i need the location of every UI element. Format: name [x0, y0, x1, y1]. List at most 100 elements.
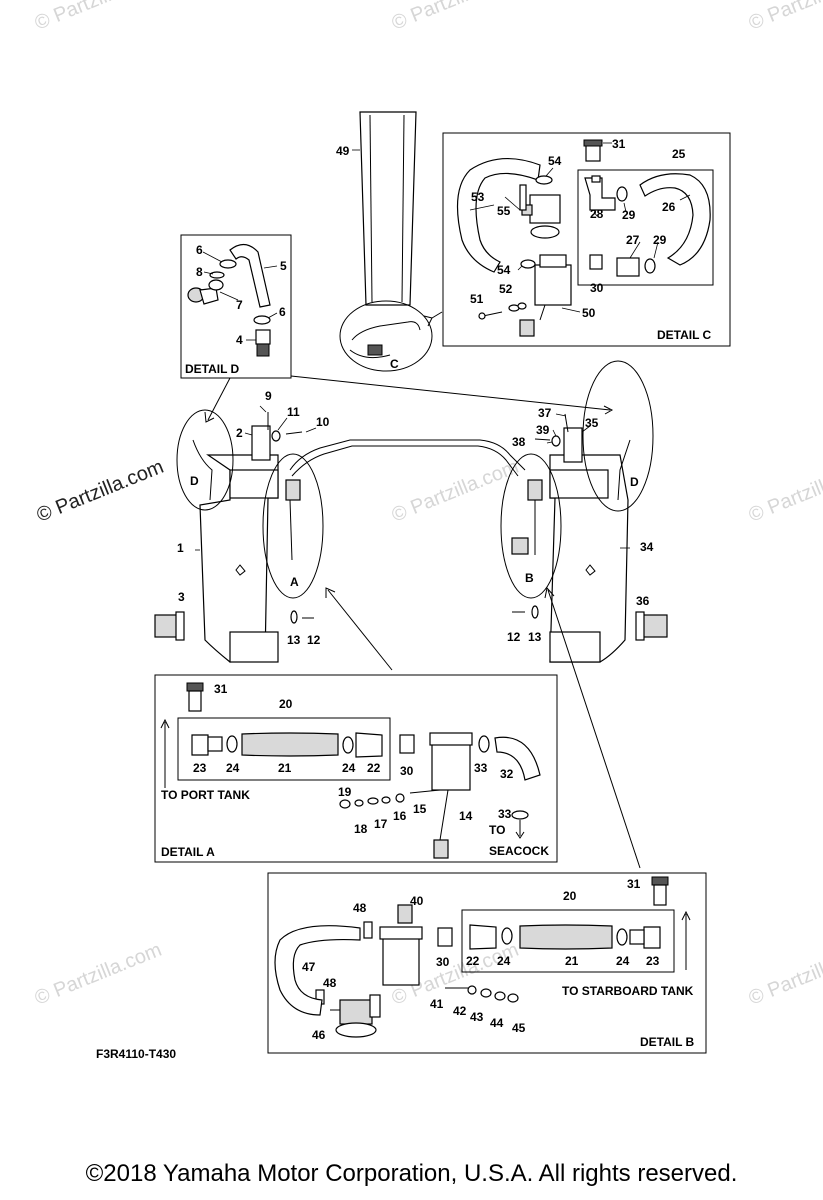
callout-47: 47: [302, 960, 316, 974]
callout-43: 43: [470, 1010, 484, 1024]
callout-37: 37: [538, 406, 552, 420]
callout-13: 13: [287, 633, 301, 647]
callout-30: 30: [590, 281, 604, 295]
callout-11: 11: [287, 405, 300, 419]
callout-12: 12: [307, 633, 321, 647]
callout-25: 25: [672, 147, 686, 161]
callout-6: 6: [279, 305, 286, 319]
callout-23: 23: [646, 954, 660, 968]
callout-2: 2: [236, 426, 243, 440]
callout-1: 1: [177, 541, 184, 555]
callout-35: 35: [585, 416, 599, 430]
callout-16: 16: [393, 809, 407, 823]
callout-49: 49: [336, 144, 350, 158]
callout-42: 42: [453, 1004, 467, 1018]
callout-22: 22: [466, 954, 480, 968]
callout-41: 41: [430, 997, 444, 1011]
callout-39: 39: [536, 423, 550, 437]
detail-a-label: DETAIL A: [161, 845, 215, 859]
callout-31: 31: [214, 682, 228, 696]
watermark-text: © Partzilla.com: [389, 0, 522, 35]
callout-48: 48: [323, 976, 337, 990]
callout-18: 18: [354, 822, 368, 836]
callout-53: 53: [471, 190, 485, 204]
note-seacock: SEACOCK: [489, 844, 549, 858]
watermarks: © Partzilla.com © Partzilla.com © Partzi…: [32, 0, 823, 1010]
callout-31: 31: [627, 877, 641, 891]
callout-8: 8: [196, 265, 203, 279]
callout-3: 3: [178, 590, 185, 604]
tank-assembly: A B D D 1 3 2 9 11: [154, 360, 668, 869]
callout-28: 28: [590, 207, 604, 221]
watermark-text: © Partzilla.com: [32, 0, 165, 35]
figure-code: F3R4110-T430: [96, 1047, 177, 1061]
callout-21: 21: [278, 761, 292, 775]
zone-b-letter: B: [525, 571, 534, 585]
zone-c-letter: C: [390, 357, 399, 371]
callout-54: 54: [497, 263, 511, 277]
detail-d-label: DETAIL D: [185, 362, 240, 376]
callout-30: 30: [436, 955, 450, 969]
callout-10: 10: [316, 415, 330, 429]
callout-24: 24: [226, 761, 240, 775]
callout-22: 22: [367, 761, 381, 775]
watermark-text: © Partzilla.com: [746, 456, 823, 527]
callout-40: 40: [410, 894, 424, 908]
callout-17: 17: [374, 817, 388, 831]
callout-4: 4: [236, 333, 243, 347]
callout-12: 12: [507, 630, 521, 644]
note-to-starboard-tank: TO STARBOARD TANK: [562, 984, 694, 998]
callout-31: 31: [612, 137, 626, 151]
detail-d-box: DETAIL D 6 5 8 7 6 4: [180, 234, 292, 379]
callout-38: 38: [512, 435, 526, 449]
callout-29: 29: [622, 208, 636, 222]
callout-48: 48: [353, 901, 367, 915]
zone-d-letter: D: [190, 474, 199, 488]
callout-6: 6: [196, 243, 203, 257]
callout-33: 33: [498, 807, 512, 821]
callout-20: 20: [563, 889, 577, 903]
callout-51: 51: [470, 292, 484, 306]
callout-24: 24: [497, 954, 511, 968]
callout-52: 52: [499, 282, 513, 296]
note-to: TO: [489, 823, 505, 837]
callout-50: 50: [582, 306, 596, 320]
callout-26: 26: [662, 200, 676, 214]
part-49-bag: 49 C: [336, 111, 443, 372]
callout-14: 14: [459, 809, 473, 823]
watermark-text: © Partzilla.com: [746, 939, 823, 1010]
zone-a-letter: A: [290, 575, 299, 589]
callout-34: 34: [640, 540, 654, 554]
callout-33: 33: [474, 761, 488, 775]
callout-46: 46: [312, 1028, 326, 1042]
callout-15: 15: [413, 802, 427, 816]
callout-24: 24: [342, 761, 356, 775]
callout-54: 54: [548, 154, 562, 168]
callout-29: 29: [653, 233, 667, 247]
zone-d-letter: D: [630, 475, 639, 489]
note-to-port-tank: TO PORT TANK: [161, 788, 250, 802]
callout-36: 36: [636, 594, 650, 608]
callout-23: 23: [193, 761, 207, 775]
watermark-text: © Partzilla.com: [32, 939, 165, 1010]
callout-19: 19: [338, 785, 352, 799]
callout-20: 20: [279, 697, 293, 711]
callout-55: 55: [497, 204, 511, 218]
detail-b-box: DETAIL B TO STAR: [267, 872, 707, 1054]
callout-7: 7: [236, 298, 243, 312]
detail-c-box: DETAIL C: [442, 132, 731, 347]
callout-44: 44: [490, 1016, 504, 1030]
callout-27: 27: [626, 233, 640, 247]
callout-5: 5: [280, 259, 287, 273]
callout-24: 24: [616, 954, 630, 968]
detail-c-label: DETAIL C: [657, 328, 712, 342]
detail-b-label: DETAIL B: [640, 1035, 695, 1049]
detail-a-box: DETAIL A TO PORT TANK: [154, 674, 558, 863]
copyright-footer: ©2018 Yamaha Motor Corporation, U.S.A. A…: [85, 1160, 738, 1187]
watermark-text: © Partzilla.com: [389, 456, 522, 527]
callout-21: 21: [565, 954, 579, 968]
callout-9: 9: [265, 389, 272, 403]
callout-32: 32: [500, 767, 514, 781]
callout-13: 13: [528, 630, 542, 644]
